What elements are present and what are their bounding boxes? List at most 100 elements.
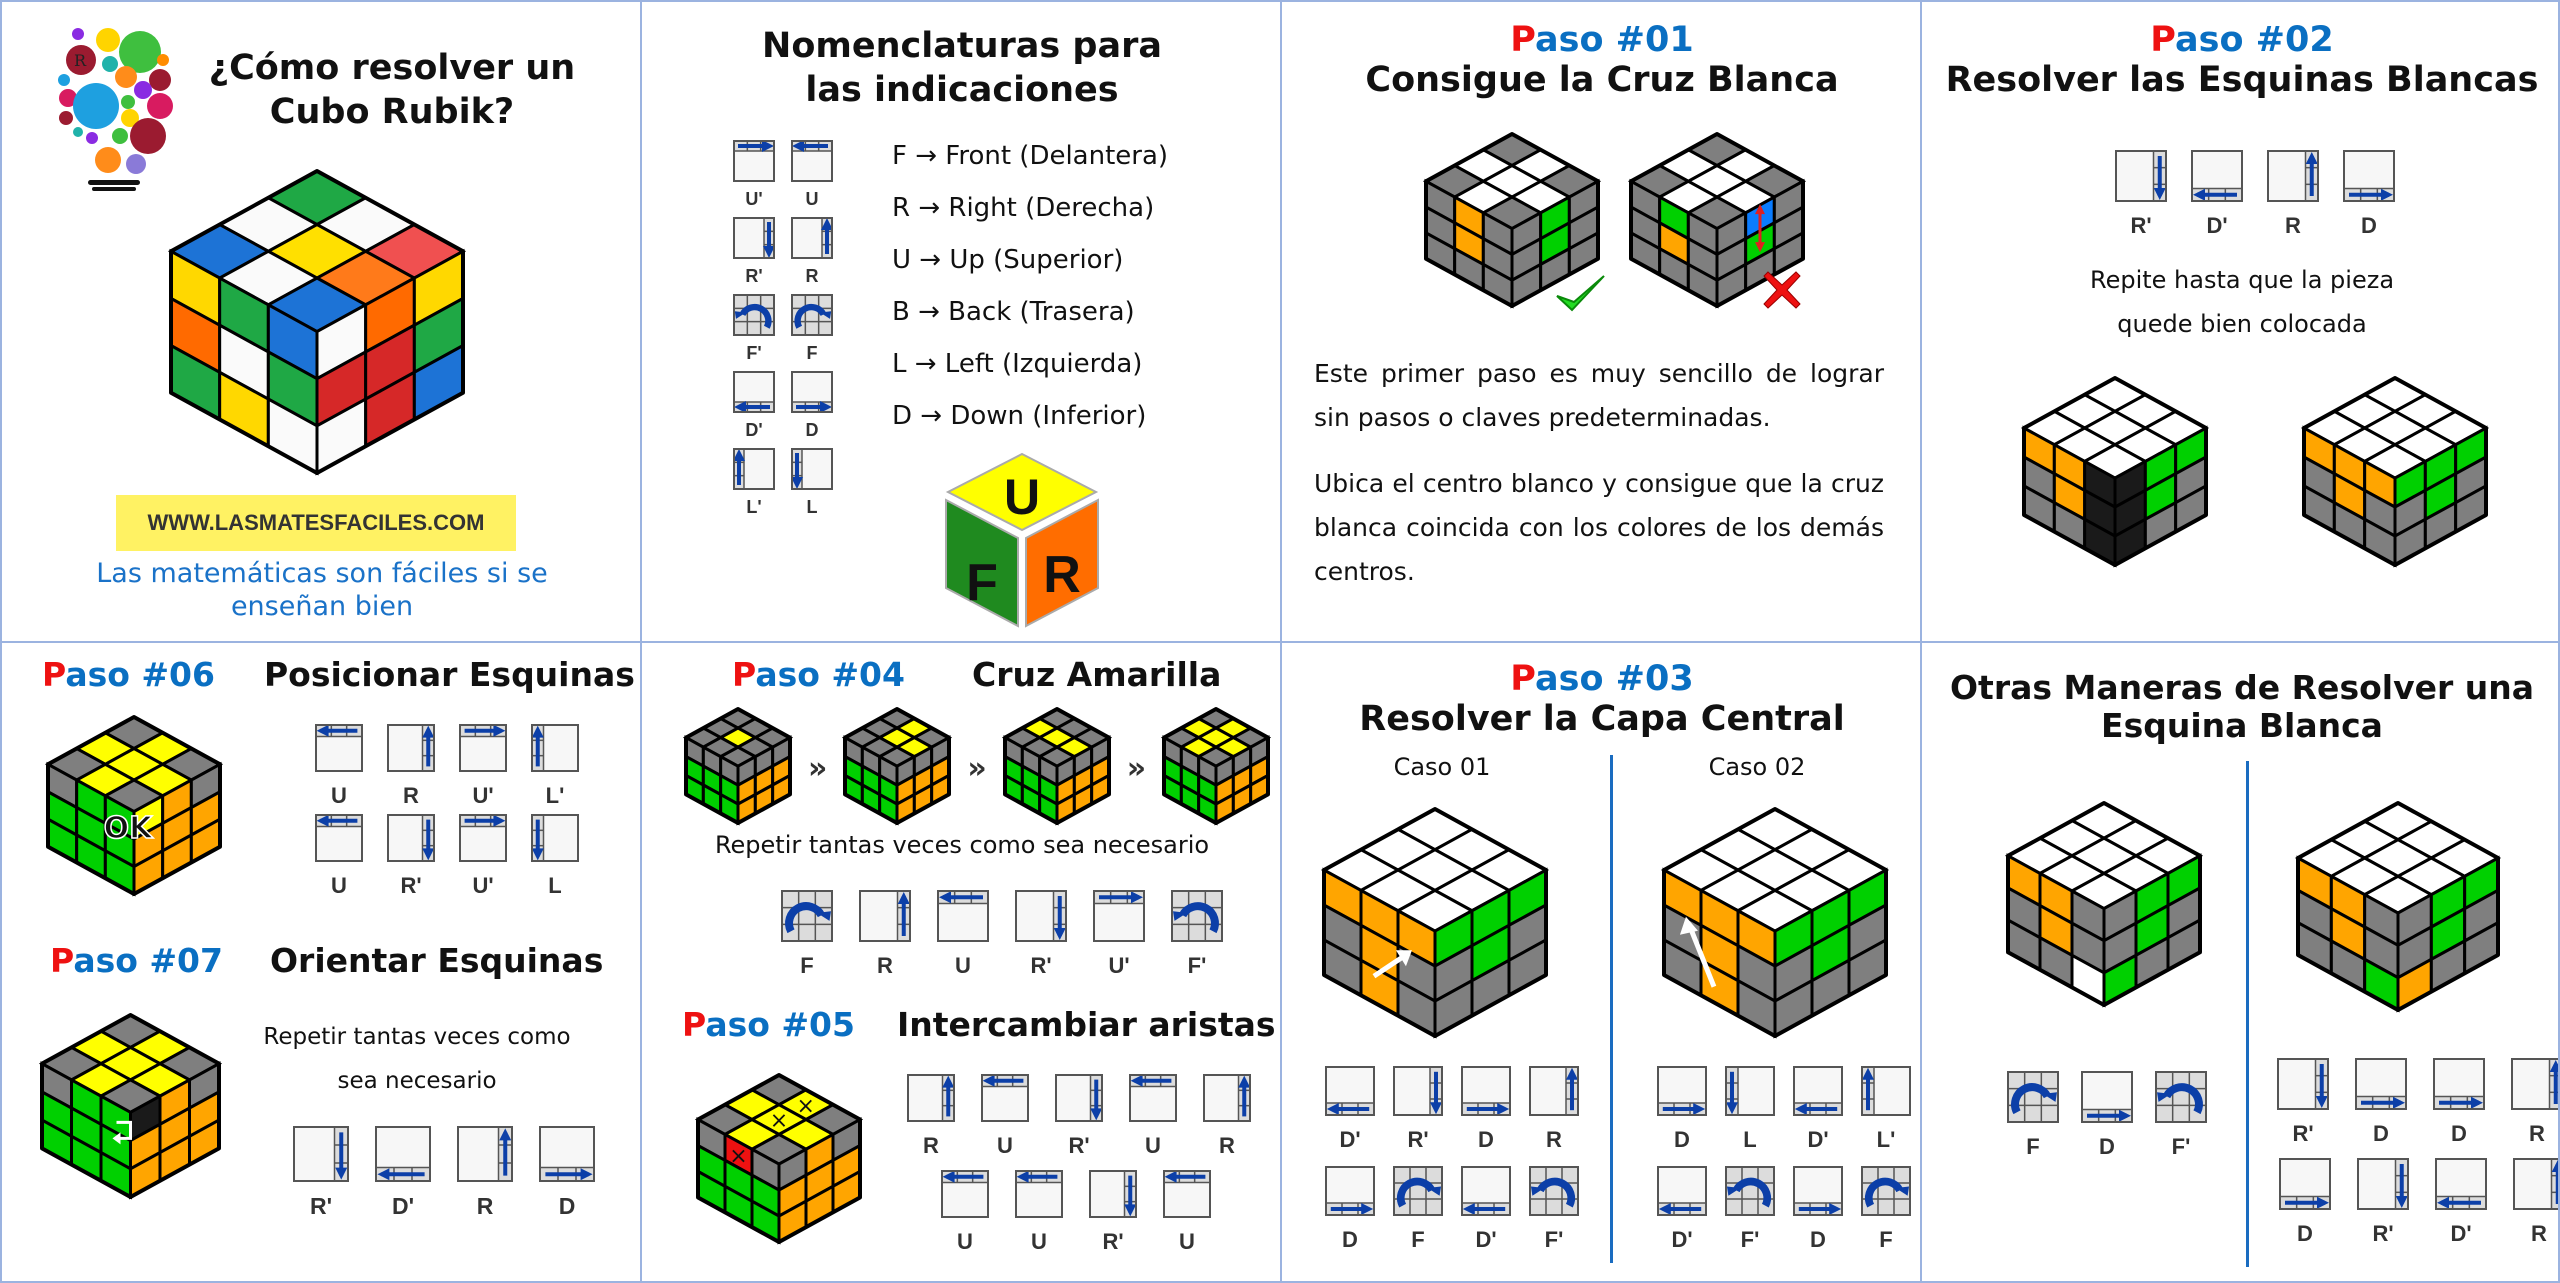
step02-paso-label: Paso #02 — [1922, 20, 2558, 60]
step07-paso-label: Paso #07 — [50, 941, 223, 980]
move-label: D' — [2206, 213, 2228, 238]
move-icon — [730, 368, 778, 420]
move-f: F — [1858, 1163, 1914, 1253]
move-r: R — [1200, 1071, 1254, 1159]
move-label: D — [2361, 213, 2377, 238]
nomenclature-title-line2: las indicaciones — [805, 70, 1119, 110]
move-label: U — [997, 1133, 1013, 1158]
move-r-icon — [2510, 1155, 2558, 1217]
move-r-prime: R' — [2354, 1155, 2412, 1247]
ok-badge: OK — [104, 811, 155, 846]
website-badge[interactable]: WWW.LASMATESFACILES.COM — [116, 495, 516, 551]
case-divider — [1610, 755, 1613, 1263]
step04-paso-label: Paso #04 — [732, 655, 905, 694]
move-u: U — [1160, 1167, 1214, 1255]
nomenclature-definition: L → Left (Izquierda) — [892, 349, 1143, 379]
move-label: R' — [2372, 1221, 2394, 1246]
move-label: U — [331, 783, 347, 808]
yellow-cross-stage-1 — [682, 705, 794, 831]
move-label: D' — [745, 420, 763, 440]
move-label: R' — [2292, 1121, 2314, 1146]
rubik-cube-photo — [167, 167, 467, 481]
move-u: U — [934, 887, 992, 979]
nomenclature-icon-row: L'L — [730, 445, 836, 518]
method-divider — [2246, 761, 2249, 1267]
move-d-icon — [2078, 1068, 2136, 1130]
move-r-prime: R' — [1012, 887, 1070, 979]
move-d: D — [788, 368, 836, 441]
move-l-icon — [1722, 1063, 1778, 1123]
move-d: D — [2276, 1155, 2334, 1247]
move-l-prime: L' — [730, 445, 778, 518]
move-u-icon — [1126, 1071, 1180, 1129]
move-u: U — [312, 811, 366, 899]
step02-note-line2: quede bien colocada — [2117, 310, 2367, 338]
move-r-prime: R' — [2112, 147, 2170, 239]
move-r: R — [2508, 1055, 2558, 1147]
move-label: F — [2026, 1134, 2040, 1159]
paso-initial: P — [50, 941, 74, 980]
website-link[interactable]: WWW.LASMATESFACILES.COM — [147, 510, 485, 535]
move-label: R' — [1068, 1133, 1090, 1158]
cube-position-corners: OK — [44, 713, 224, 902]
move-f: F — [788, 291, 836, 364]
nomenclature-title-line1: Nomenclaturas para — [762, 26, 1162, 66]
move-r: R — [788, 214, 836, 287]
move-label: R — [805, 266, 819, 286]
paso-initial: P — [42, 655, 66, 694]
step04-title: Cruz Amarilla — [972, 655, 1222, 694]
svg-text:×: × — [797, 1094, 815, 1119]
move-label: U — [331, 873, 347, 898]
yellow-cross-progression: »»» — [682, 705, 1272, 831]
intro-title: ¿Cómo resolver un Cubo Rubik? — [172, 46, 612, 134]
progression-separator: » — [967, 750, 987, 786]
move-label: D — [2099, 1134, 2115, 1159]
move-label: D — [2451, 1121, 2467, 1146]
yellow-cross-stage-3 — [1001, 705, 1113, 831]
move-f-icon — [1858, 1163, 1914, 1223]
step02-panel: Paso #02 Resolver las Esquinas Blancas R… — [1920, 0, 2560, 641]
move-label: L' — [746, 497, 762, 517]
move-icon — [788, 214, 836, 266]
move-r-prime: R' — [290, 1123, 352, 1220]
tagline: Las matemáticas son fáciles si se enseña… — [42, 557, 602, 623]
nomenclature-definitions: F → Front (Delantera)R → Right (Derecha)… — [892, 130, 1168, 442]
step06-title: Posicionar Esquinas — [264, 655, 635, 694]
step05-paso-label: Paso #05 — [682, 1005, 855, 1044]
move-d-prime: D' — [2432, 1155, 2490, 1247]
paso-number: aso #06 — [65, 655, 215, 694]
move-l-prime: L' — [1858, 1063, 1914, 1153]
checkmark-icon — [1554, 272, 1608, 320]
move-label: F' — [1740, 1227, 1760, 1252]
move-icon — [730, 137, 778, 189]
move-l-prime: L' — [528, 721, 582, 809]
move-u-icon — [938, 1167, 992, 1225]
move-f-prime-icon — [1526, 1163, 1582, 1223]
move-label: R — [2529, 1121, 2545, 1146]
move-d-icon — [2430, 1055, 2488, 1117]
move-d: D — [1458, 1063, 1514, 1153]
move-d: D — [1790, 1163, 1846, 1253]
move-label: U — [955, 953, 971, 978]
intro-panel: R — [0, 0, 640, 641]
move-r-prime: R' — [1086, 1167, 1140, 1255]
move-d-icon — [1790, 1163, 1846, 1223]
other-ways-title-line1: Otras Maneras de Resolver una — [1950, 668, 2534, 707]
move-label: F — [1411, 1227, 1425, 1252]
cube-correct-cross — [1422, 130, 1602, 314]
step02-heading: Paso #02 Resolver las Esquinas Blancas — [1922, 20, 2558, 100]
move-d: D — [2430, 1055, 2488, 1147]
move-l: L — [1722, 1063, 1778, 1153]
move-label: D — [1342, 1227, 1358, 1252]
move-label: D — [558, 1193, 576, 1219]
move-f-prime: F' — [1168, 887, 1226, 979]
move-label: U — [957, 1229, 973, 1254]
move-label: D — [805, 420, 819, 440]
step03-heading: Paso #03 Resolver la Capa Central — [1282, 659, 1920, 739]
